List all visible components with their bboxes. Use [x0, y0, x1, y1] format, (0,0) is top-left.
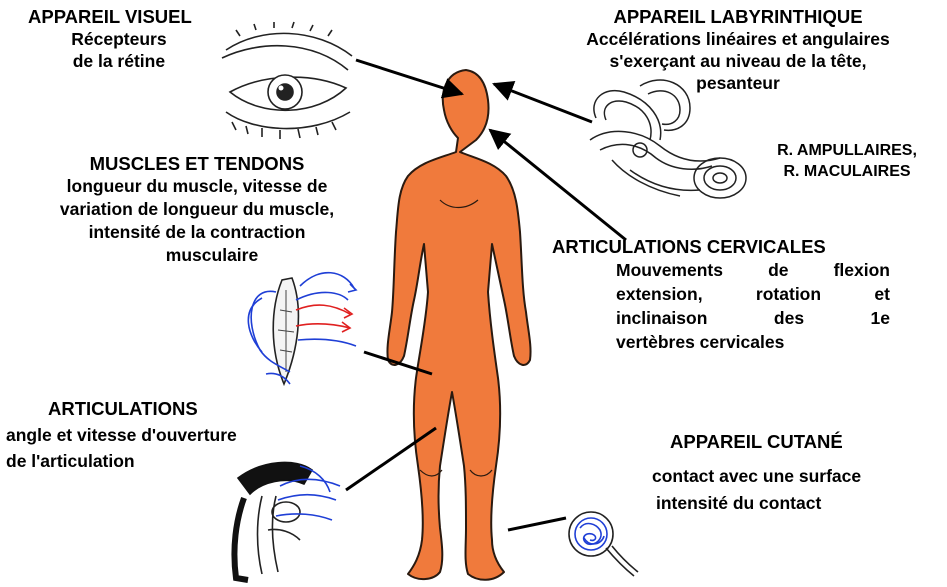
muscle-spindle-icon — [248, 273, 356, 384]
muscles-line2: variation de longueur du muscle, — [6, 198, 388, 221]
cervicales-line2: extension, rotation et — [616, 282, 890, 306]
muscles-label: MUSCLES ET TENDONS longueur du muscle, v… — [6, 152, 388, 267]
cutane-line2: intensité du contact — [656, 490, 861, 517]
visuel-line2: de la rétine — [46, 50, 192, 72]
labyrinthique-title: APPAREIL LABYRINTHIQUE — [536, 6, 940, 28]
visuel-title: APPAREIL VISUEL — [28, 6, 192, 28]
labyrinthique-line2: s'exerçant au niveau de la tête, — [536, 50, 940, 72]
cutane-title: APPAREIL CUTANÉ — [670, 428, 861, 455]
visuel-line1: Récepteurs — [46, 28, 192, 50]
receptor-maculaires: R. MACULAIRES — [752, 161, 942, 182]
muscles-line3: intensité de la contraction — [6, 221, 388, 244]
eye-icon — [222, 22, 352, 139]
line-foot-to-skin — [508, 518, 566, 530]
cervicales-label: ARTICULATIONS CERVICALES Mouvements de f… — [552, 236, 890, 354]
labyrinthique-line3: pesanteur — [536, 72, 940, 94]
arrow-eye-to-head — [356, 60, 462, 94]
articulations-line2: de l'articulation — [6, 448, 237, 474]
articulations-line1: angle et vitesse d'ouverture — [6, 422, 237, 448]
cutane-label: APPAREIL CUTANÉ contact avec une surface… — [652, 428, 861, 517]
visuel-label: APPAREIL VISUEL Récepteurs de la rétine — [28, 6, 192, 72]
skin-receptor-icon — [569, 512, 638, 576]
cervicales-line3: inclinaison des 1e — [616, 306, 890, 330]
knee-joint-icon — [234, 462, 340, 580]
cervicales-title: ARTICULATIONS CERVICALES — [552, 236, 890, 258]
labyrinthique-receptors: R. AMPULLAIRES, R. MACULAIRES — [752, 140, 942, 182]
cervicales-line1: Mouvements de flexion — [616, 258, 890, 282]
labyrinthique-line1: Accélérations linéaires et angulaires — [536, 28, 940, 50]
articulations-title: ARTICULATIONS — [48, 396, 237, 422]
labyrinthique-label: APPAREIL LABYRINTHIQUE Accélérations lin… — [536, 6, 940, 94]
muscles-line4: musculaire — [36, 244, 388, 267]
cutane-line1: contact avec une surface — [652, 463, 861, 490]
articulations-label: ARTICULATIONS angle et vitesse d'ouvertu… — [6, 396, 237, 474]
muscles-title: MUSCLES ET TENDONS — [6, 152, 388, 175]
cervicales-line4: vertèbres cervicales — [616, 330, 890, 354]
inner-ear-icon — [590, 80, 746, 198]
muscles-line1: longueur du muscle, vitesse de — [6, 175, 388, 198]
receptor-ampullaires: R. AMPULLAIRES, — [752, 140, 942, 161]
